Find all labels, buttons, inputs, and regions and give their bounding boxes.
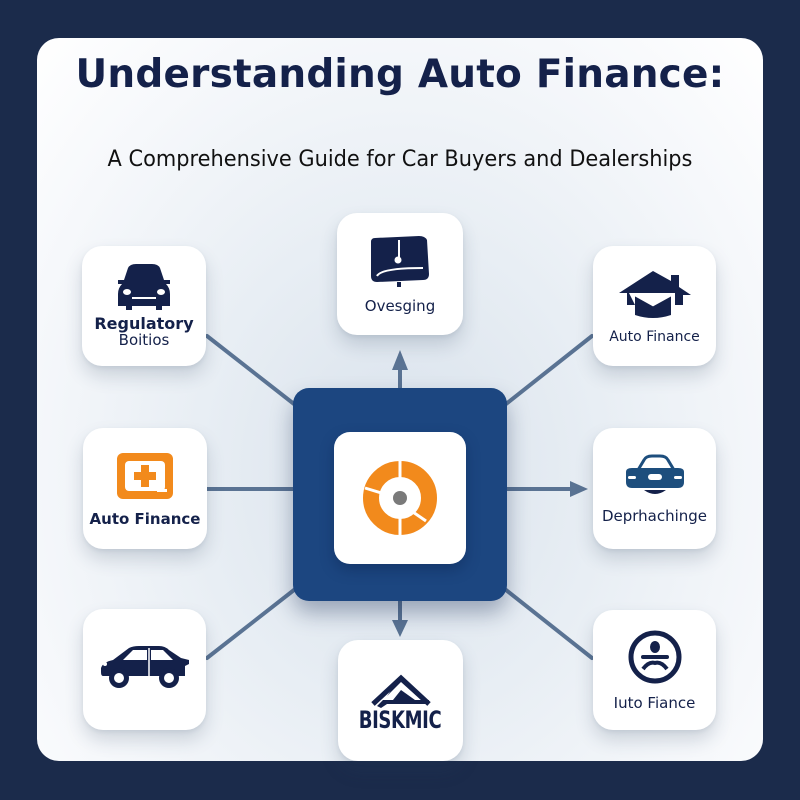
node-auto-finance-left[interactable]: Auto Finance: [83, 428, 207, 549]
arrow-down-icon: [392, 620, 408, 637]
car-front-icon: [118, 264, 170, 310]
node-iuto-fiance[interactable]: Iuto Fiance: [593, 610, 716, 730]
arrow-right-icon: [570, 481, 588, 497]
node-ovesging[interactable]: Ovesging: [337, 213, 463, 335]
monitor-icon: [371, 236, 429, 287]
node-regulatory[interactable]: Regulatory Boitios: [82, 246, 206, 366]
page-subtitle: A Comprehensive Guide for Car Buyers and…: [107, 147, 693, 172]
arrow-up-icon: [392, 350, 408, 370]
node-label: Auto Finance: [89, 509, 201, 528]
node-biskmic[interactable]: BISKMIC: [338, 640, 463, 761]
roof-icon: [370, 674, 431, 708]
circle-symbol-icon: [628, 630, 681, 684]
node-label: Boitios: [118, 331, 170, 349]
donut-chart-icon: [363, 461, 437, 535]
node-label: Iuto Fiance: [613, 694, 696, 712]
sedan-icon: [100, 645, 189, 688]
node-label: Auto Finance: [609, 329, 700, 345]
page-title: Understanding Auto Finance:: [75, 52, 725, 97]
medical-kit-icon: [117, 452, 173, 499]
central-hub-tile: [334, 432, 466, 564]
node-label: Ovesging: [364, 297, 436, 315]
node-sedan[interactable]: [83, 609, 206, 730]
node-label: Deprhachinge: [601, 506, 708, 525]
node-deprhachinge[interactable]: Deprhachinge: [593, 428, 716, 549]
node-label: BISKMIC: [359, 705, 442, 734]
sports-car-icon: [625, 454, 684, 494]
node-label: Regulatory: [94, 314, 194, 333]
house-graduation-icon: [618, 271, 691, 318]
node-auto-finance-top[interactable]: Auto Finance: [593, 246, 716, 366]
